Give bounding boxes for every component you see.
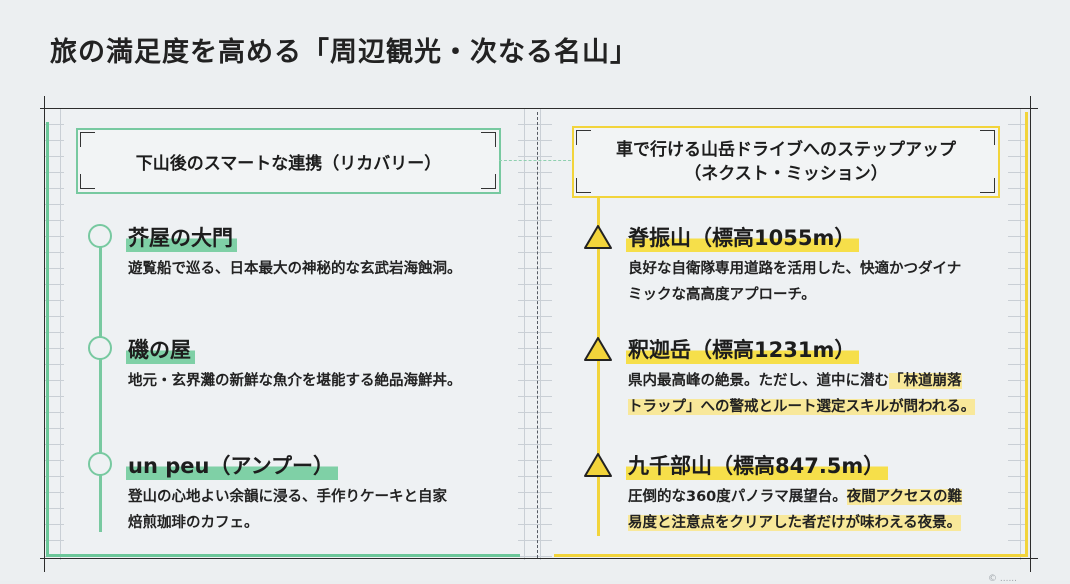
description-line: 圧倒的な360度パノラマ展望台。夜間アクセスの難 — [628, 484, 963, 510]
description-line: 県内最高峰の絶景。ただし、道中に潜む「林道崩落 — [628, 368, 975, 394]
circle-marker-icon — [88, 336, 112, 360]
corner-bracket — [576, 130, 591, 145]
right-bottom-accent — [554, 554, 1028, 557]
left-timeline — [99, 236, 102, 532]
triangle-marker-icon — [584, 337, 612, 361]
mountain-description: 圧倒的な360度パノラマ展望台。夜間アクセスの難 易度と注意点をクリアした者だけ… — [628, 484, 963, 536]
frame-left-line — [44, 96, 45, 572]
spot-title: 磯の屋 — [126, 334, 195, 364]
left-header-text: 下山後のスマートな連携（リカバリー） — [135, 153, 442, 174]
frame-right-line — [1030, 96, 1031, 572]
corner-bracket — [576, 178, 591, 193]
corner-bracket — [980, 178, 995, 193]
right-header-line2: （ネクスト・ミッション） — [684, 164, 888, 184]
left-bottom-accent — [46, 554, 520, 557]
center-divider — [537, 112, 538, 558]
description-line: トラップ」への警戒とルート選定スキルが問われる。 — [628, 394, 976, 420]
mountain-description: 良好な自衛隊専用道路を活用した、快適かつダイナ ミックな高高度アプローチ。 — [628, 256, 961, 308]
description-line: 登山の心地よい余韻に浸る、手作りケーキと自家 — [128, 489, 447, 505]
spot-title: 芥屋の大門 — [126, 222, 237, 252]
warning-highlight: 「林道崩落 — [889, 373, 962, 389]
corner-bracket — [481, 132, 496, 147]
frame-bottom-line — [40, 558, 1038, 559]
footer-credit: © ...... — [988, 574, 1018, 584]
right-header-line1: 車で行ける山岳ドライブへのステップアップ — [616, 140, 956, 160]
page-title: 旅の満足度を高める「周辺観光・次なる名山」 — [50, 37, 638, 68]
spot-description: 登山の心地よい余韻に浸る、手作りケーキと自家 焙煎珈琲のカフェ。 — [128, 484, 447, 536]
description-line: 易度と注意点をクリアした者だけが味わえる夜景。 — [628, 510, 962, 536]
right-timeline — [597, 196, 600, 536]
header-connector — [499, 160, 571, 161]
warning-highlight: 易度と注意点をクリアした者だけが味わえる夜景。 — [628, 515, 962, 531]
mountain-description: 県内最高峰の絶景。ただし、道中に潜む「林道崩落 トラップ」への警戒とルート選定ス… — [628, 368, 976, 420]
triangle-marker-icon — [584, 453, 612, 477]
left-section-header: 下山後のスマートな連携（リカバリー） — [76, 128, 501, 194]
spot-description: 遊覧船で巡る、日本最大の神秘的な玄武岩海蝕洞。 — [128, 261, 462, 277]
mountain-title: 釈迦岳（標高1231m） — [626, 334, 860, 364]
left-accent-bar — [46, 122, 49, 556]
corner-bracket — [80, 132, 95, 147]
warning-highlight: 夜間アクセスの難 — [846, 489, 963, 505]
spot-title: un peu（アンプー） — [126, 450, 338, 480]
description-text: 県内最高峰の絶景。ただし、道中に潜む — [628, 373, 889, 389]
right-accent-bar — [1025, 112, 1028, 556]
description-line: 焙煎珈琲のカフェ。 — [128, 515, 259, 531]
mountain-title: 九千部山（標高847.5m） — [626, 450, 889, 480]
circle-marker-icon — [88, 452, 112, 476]
corner-bracket — [80, 174, 95, 189]
frame-top-line — [40, 108, 1038, 109]
corner-bracket — [481, 174, 496, 189]
warning-highlight: トラップ」への警戒とルート選定スキルが問われる。 — [628, 399, 976, 415]
corner-bracket — [980, 130, 995, 145]
description-line: ミックな高高度アプローチ。 — [628, 287, 816, 303]
circle-marker-icon — [88, 224, 112, 248]
triangle-marker-icon — [584, 225, 612, 249]
description-text: 圧倒的な360度パノラマ展望台。 — [628, 489, 847, 505]
spot-description: 地元・玄界灘の新鮮な魚介を堪能する絶品海鮮丼。 — [128, 373, 462, 389]
description-line: 良好な自衛隊専用道路を活用した、快適かつダイナ — [628, 261, 962, 277]
mountain-title: 脊振山（標高1055m） — [626, 222, 860, 252]
right-section-header: 車で行ける山岳ドライブへのステップアップ （ネクスト・ミッション） — [572, 126, 1000, 198]
